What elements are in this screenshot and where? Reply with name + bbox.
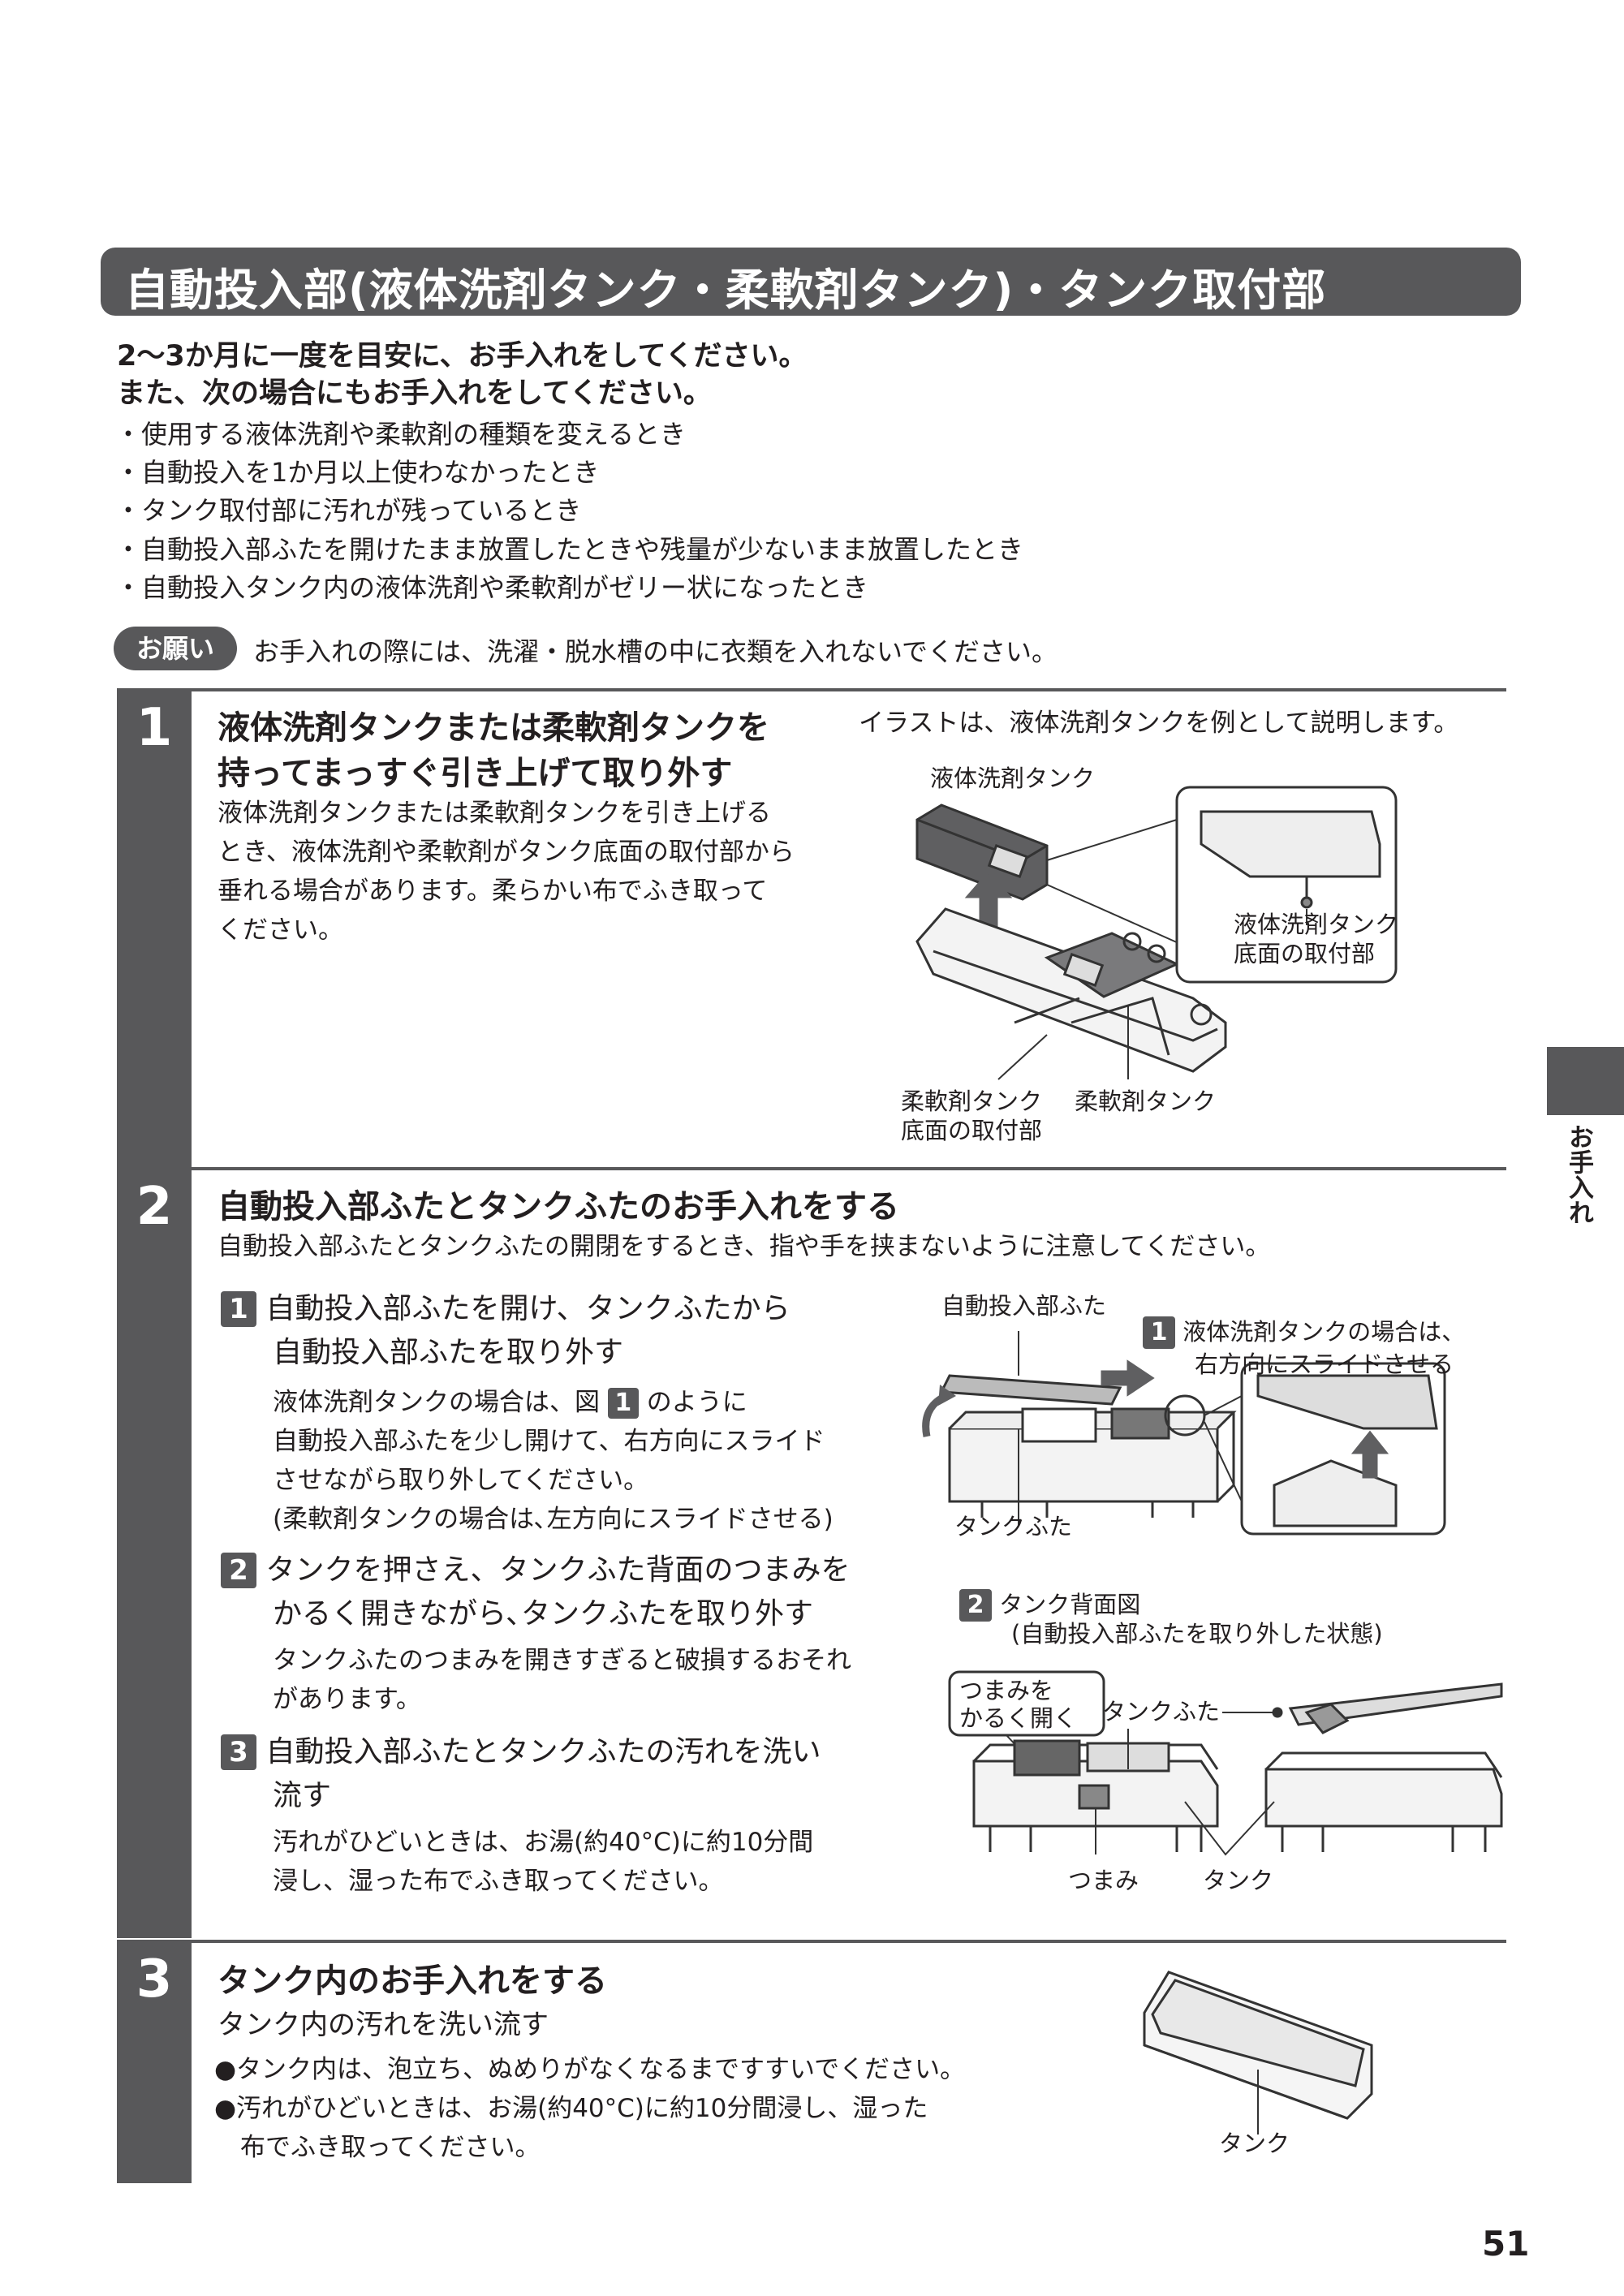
intro-bullet: ・タンク取付部に汚れが残っているとき — [115, 495, 582, 526]
sub1-body-text: 液体洗剤タンクの場合は、図 — [273, 1388, 600, 1417]
fig2-tankcap-label: タンクふた — [1102, 1698, 1221, 1725]
sub3-title-line1: 3 自動投入部ふたとタンクふたの汚れを洗い — [221, 1730, 821, 1774]
fig2-tank-label: タンク — [1203, 1867, 1274, 1894]
step2-figure2 — [948, 1670, 1503, 1856]
label-zoom-line1: 液体洗剤タンク — [1234, 911, 1399, 938]
step1-number: 1 — [136, 698, 173, 758]
label-softener-mount-line2: 底面の取付部 — [901, 1117, 1043, 1144]
fig2-callout-line1: つまみを — [959, 1677, 1054, 1704]
sub2-badge: 2 — [221, 1553, 256, 1588]
fig2-knob-label: つまみ — [1068, 1867, 1139, 1894]
step3-divider — [117, 1940, 1506, 1943]
fig1-note-text: 液体洗剤タンクの場合は、 — [1182, 1318, 1466, 1346]
step2-figure1 — [922, 1331, 1446, 1536]
step3-subheading: タンク内の汚れを洗い流す — [218, 2009, 549, 2041]
sub1-body-line1: 液体洗剤タンクの場合は、図 1 のように — [273, 1383, 747, 1422]
fig1-tankcap-label: タンクふた — [954, 1513, 1073, 1540]
fig1-badge: 1 — [1143, 1316, 1175, 1349]
step2-divider — [117, 1167, 1506, 1170]
fig2-title-line1: 2 タンク背面図 — [959, 1589, 1140, 1622]
intro-line-2: また、次の場合にもお手入れをしてください。 — [117, 377, 712, 410]
step3-bar — [117, 1943, 192, 2183]
intro-bullet: ・自動投入部ふたを開けたまま放置したときや残量が少ないまま放置したとき — [115, 534, 1024, 565]
fig1-note-line1: 1 液体洗剤タンクの場合は、 — [1143, 1316, 1465, 1349]
step1-heading-line1: 液体洗剤タンクまたは柔軟剤タンクを — [218, 709, 769, 747]
sub1-body-text: のように — [646, 1388, 747, 1417]
sub1-fig-ref-badge: 1 — [607, 1388, 639, 1419]
step3-tank-illustration — [1143, 1971, 1373, 2134]
step3-bullet-1: ●タンク内は、泡立ち、ぬめりがなくなるまですすいでください。 — [214, 2055, 966, 2084]
label-zoom-line2: 底面の取付部 — [1234, 940, 1376, 967]
fig2-callout-line2: かるく開く — [959, 1704, 1078, 1732]
step3-heading: タンク内のお手入れをする — [218, 1962, 607, 2000]
notice-text: お手入れの際には、洗濯・脱水槽の中に衣類を入れないでください。 — [253, 636, 1058, 667]
sub1-body-line4: (柔軟剤タンクの場合は､左方向にスライドさせる) — [273, 1505, 834, 1534]
step3-bullet-2a: ●汚れがひどいときは、お湯(約40°C)に約10分間浸し、湿った — [214, 2094, 928, 2123]
sub2-body-line1: タンクふたのつまみを開きすぎると破損するおそれ — [273, 1646, 851, 1675]
intro-bullet: ・使用する液体洗剤や柔軟剤の種類を変えるとき — [115, 419, 687, 450]
label-softener-mount-line1: 柔軟剤タンク — [901, 1088, 1043, 1115]
sub1-title-line1: 1 自動投入部ふたを開け、タンクふたから — [221, 1287, 790, 1331]
fig1-note-line2: 右方向にスライドさせる — [1195, 1350, 1454, 1378]
fig2-title-text: タンク背面図 — [999, 1591, 1141, 1618]
intro-bullet: ・自動投入タンク内の液体洗剤や柔軟剤がゼリー状になったとき — [115, 572, 869, 603]
step1-body: 垂れる場合があります。柔らかい布でふき取って — [218, 877, 768, 906]
label-detergent-tank: 液体洗剤タンク — [930, 765, 1096, 792]
sub1-body-line2: 自動投入部ふたを少し開けて、右方向にスライド — [273, 1427, 825, 1456]
step3-number: 3 — [136, 1949, 173, 2010]
section-title-bar: 自動投入部(液体洗剤タンク・柔軟剤タンク)・タンク取付部 — [101, 248, 1521, 316]
fig2-title-line2: (自動投入部ふたを取り外した状態) — [1011, 1620, 1383, 1648]
sub3-title-text: 自動投入部ふたとタンクふたの汚れを洗い — [265, 1735, 821, 1768]
step1-bar — [117, 691, 192, 1167]
sub1-title-line2: 自動投入部ふたを取り外す — [273, 1336, 624, 1369]
step1-body: とき、液体洗剤や柔軟剤がタンク底面の取付部から — [218, 838, 795, 867]
sub3-badge: 3 — [221, 1734, 256, 1770]
sub3-body-line1: 汚れがひどいときは、お湯(約40°C)に約10分間 — [273, 1828, 814, 1857]
sub2-body-line2: があります。 — [273, 1685, 421, 1714]
fig1-lid-label: 自動投入部ふた — [941, 1292, 1107, 1320]
sub1-badge: 1 — [221, 1291, 256, 1327]
step1-body: 液体洗剤タンクまたは柔軟剤タンクを引き上げる — [218, 799, 771, 828]
sub3-title-line2: 流す — [273, 1779, 332, 1812]
step3-bullet-2b: 布でふき取ってください。 — [240, 2133, 541, 2162]
label-softener-tank: 柔軟剤タンク — [1075, 1088, 1217, 1115]
step2-caution: 自動投入部ふたとタンクふたの開閉をするとき、指や手を挟まないように注意してくださ… — [218, 1232, 1271, 1261]
step1-heading-line2: 持ってまっすぐ引き上げて取り外す — [218, 755, 733, 792]
sub2-title-text: タンクを押さえ、タンクふた背面のつまみを — [265, 1553, 851, 1587]
section-title: 自動投入部(液体洗剤タンク・柔軟剤タンク)・タンク取付部 — [125, 265, 1327, 316]
step2-heading: 自動投入部ふたとタンクふたのお手入れをする — [218, 1188, 899, 1226]
side-tab — [1547, 1047, 1624, 1115]
step2-number: 2 — [136, 1177, 173, 1237]
sub2-title-line2: かるく開きながら､タンクふたを取り外す — [273, 1597, 814, 1630]
step1-illustration — [915, 786, 1398, 1080]
page-number: 51 — [1482, 2224, 1530, 2264]
step2-bar — [117, 1170, 192, 1938]
intro-line-1: 2〜3か月に一度を目安に、お手入れをしてください。 — [117, 340, 808, 373]
side-tab-label: お手入れ — [1564, 1124, 1593, 1225]
fig2-badge: 2 — [959, 1589, 992, 1622]
intro-bullet: ・自動投入を1か月以上使わなかったとき — [115, 457, 600, 488]
sub1-body-line3: させながら取り外してください。 — [273, 1466, 649, 1495]
sub2-title-line1: 2 タンクを押さえ、タンクふた背面のつまみを — [221, 1549, 850, 1592]
step1-illus-note: イラストは、液体洗剤タンクを例として説明します。 — [859, 709, 1459, 738]
step3-tank-label: タンク — [1219, 2130, 1290, 2157]
sub1-title-text: 自動投入部ふたを開け、タンクふたから — [265, 1292, 790, 1325]
step1-body: ください。 — [218, 915, 343, 945]
step1-divider — [117, 688, 1506, 691]
notice-badge: お願い — [114, 627, 237, 670]
sub3-body-line2: 浸し、湿った布でふき取ってください。 — [273, 1867, 724, 1896]
